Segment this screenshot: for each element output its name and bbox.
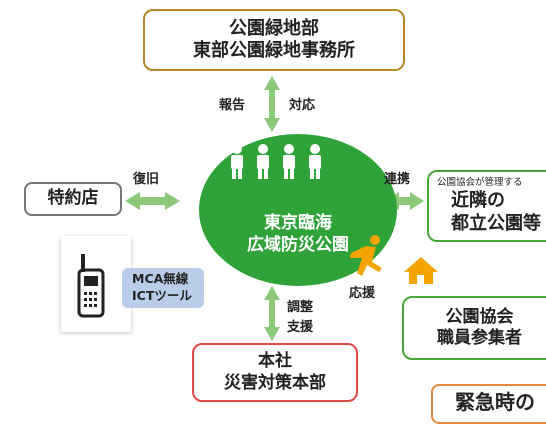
people-icon bbox=[231, 144, 321, 179]
label-restore: 復旧 bbox=[133, 172, 160, 187]
mca-line1: MCA無線 bbox=[132, 271, 189, 287]
center-park-label: 東京臨海 広域防災公園 bbox=[199, 212, 397, 256]
label-liaison: 連携 bbox=[384, 172, 411, 187]
running-person-icon bbox=[350, 235, 382, 276]
assoc-line1: 公園協会 bbox=[445, 306, 514, 327]
mca-line2: ICTツール bbox=[132, 288, 192, 303]
nearby-parks-line2: 都立公園等 bbox=[451, 212, 541, 234]
radio-handset-icon bbox=[77, 254, 105, 318]
center-line2: 広域防災公園 bbox=[247, 235, 349, 256]
arrow-left-horizontal bbox=[125, 192, 180, 210]
nearby-parks-sub: 公園協会が管理する bbox=[437, 176, 523, 188]
headquarters-box: 本社 災害対策本部 bbox=[192, 343, 358, 402]
overlay-graphics bbox=[231, 144, 438, 284]
label-respond: 対応 bbox=[289, 98, 316, 113]
hq-line1: 本社 bbox=[258, 351, 292, 372]
house-icon bbox=[404, 257, 438, 284]
mca-radio-ict-tool-box: MCA無線 ICTツール bbox=[122, 268, 204, 308]
arrow-bottom-vertical bbox=[264, 286, 280, 341]
radio-device-panel bbox=[61, 236, 131, 332]
top-line2: 東部公園緑地事務所 bbox=[193, 40, 355, 61]
dealer-box: 特約店 bbox=[24, 182, 122, 216]
hq-line2: 災害対策本部 bbox=[224, 372, 326, 393]
dealer-label: 特約店 bbox=[47, 188, 99, 209]
label-report: 報告 bbox=[219, 98, 246, 113]
top-line1: 公園緑地部 bbox=[229, 17, 319, 39]
nearby-parks-line1: 近隣の bbox=[451, 190, 505, 212]
association-staff-box: 公園協会 職員参集者 bbox=[402, 296, 546, 360]
label-adjust: 調整 bbox=[287, 300, 314, 315]
arrow-top-vertical bbox=[264, 76, 280, 132]
assoc-line2: 職員参集者 bbox=[437, 328, 522, 348]
center-line1: 東京臨海 bbox=[264, 213, 332, 233]
label-reinforce: 応援 bbox=[349, 286, 376, 301]
emergency-box: 緊急時の bbox=[431, 384, 546, 424]
label-support: 支援 bbox=[287, 320, 314, 335]
nearby-parks-box: 公園協会が管理する 近隣の 都立公園等 bbox=[427, 170, 546, 242]
emergency-label: 緊急時の bbox=[455, 390, 535, 414]
top-office-box: 公園緑地部 東部公園緑地事務所 bbox=[143, 9, 405, 71]
